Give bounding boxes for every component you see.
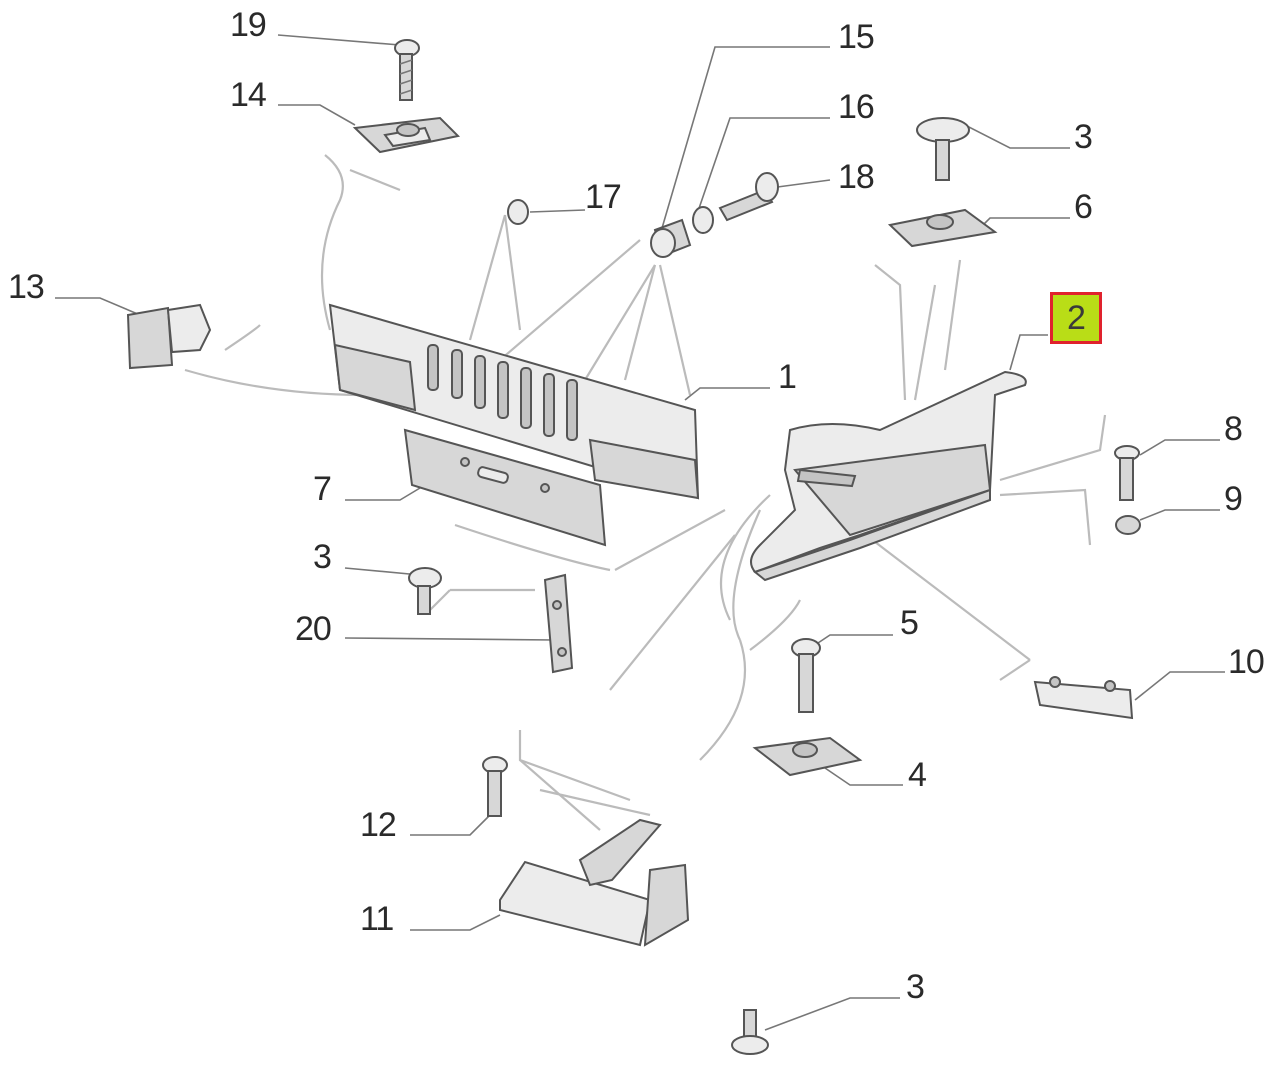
part-10-clip (1033, 676, 1134, 720)
part-2-corner-bumper (750, 370, 1027, 582)
part-19-screw (394, 39, 420, 101)
part-3-rivet-mid (408, 567, 442, 615)
callout-1: 1 (778, 358, 797, 396)
part-11-tow-bracket (499, 818, 690, 947)
callout-15: 15 (838, 18, 875, 56)
callout-3-top: 3 (1074, 118, 1093, 156)
part-5-screw (791, 638, 821, 713)
part-15-bushing (650, 218, 692, 258)
callout-5: 5 (900, 604, 919, 642)
part-9-nut (1115, 515, 1141, 535)
callout-6: 6 (1074, 188, 1093, 226)
part-8-screw (1114, 445, 1140, 501)
callout-16: 16 (838, 88, 875, 126)
part-12-screw (482, 756, 508, 817)
callout-8: 8 (1224, 410, 1243, 448)
callout-11: 11 (360, 900, 394, 938)
part-13-plug (126, 303, 212, 370)
part-14-clip-nut (352, 116, 461, 154)
callout-20: 20 (295, 610, 332, 648)
callout-2-highlighted: 2 (1050, 292, 1102, 344)
callout-18: 18 (838, 158, 875, 196)
callout-4: 4 (908, 756, 927, 794)
callout-3-bottom: 3 (906, 968, 925, 1006)
part-16-washer (692, 206, 714, 234)
part-7-plate-bracket (403, 428, 607, 547)
callout-14: 14 (230, 76, 267, 114)
assembly-guide-lines (184, 154, 1107, 831)
part-20-bracket (543, 573, 574, 674)
callout-13: 13 (8, 268, 45, 306)
part-4-clip-nut (752, 736, 863, 777)
part-6-clip-nut (887, 208, 998, 248)
callout-12: 12 (360, 806, 397, 844)
callout-9: 9 (1224, 480, 1243, 518)
callout-leader-lines (55, 34, 1225, 1031)
part-3-rivet-top (916, 117, 970, 181)
part-17-grommet (507, 199, 529, 225)
callout-7: 7 (313, 470, 332, 508)
callout-3-mid: 3 (313, 538, 332, 576)
callout-19: 19 (230, 6, 267, 44)
part-1-bumper-panel (328, 303, 700, 500)
callout-17: 17 (585, 178, 622, 216)
part-18-bolt (718, 172, 779, 222)
callout-10: 10 (1228, 643, 1265, 681)
part-3-rivet-bottom (731, 1009, 769, 1055)
